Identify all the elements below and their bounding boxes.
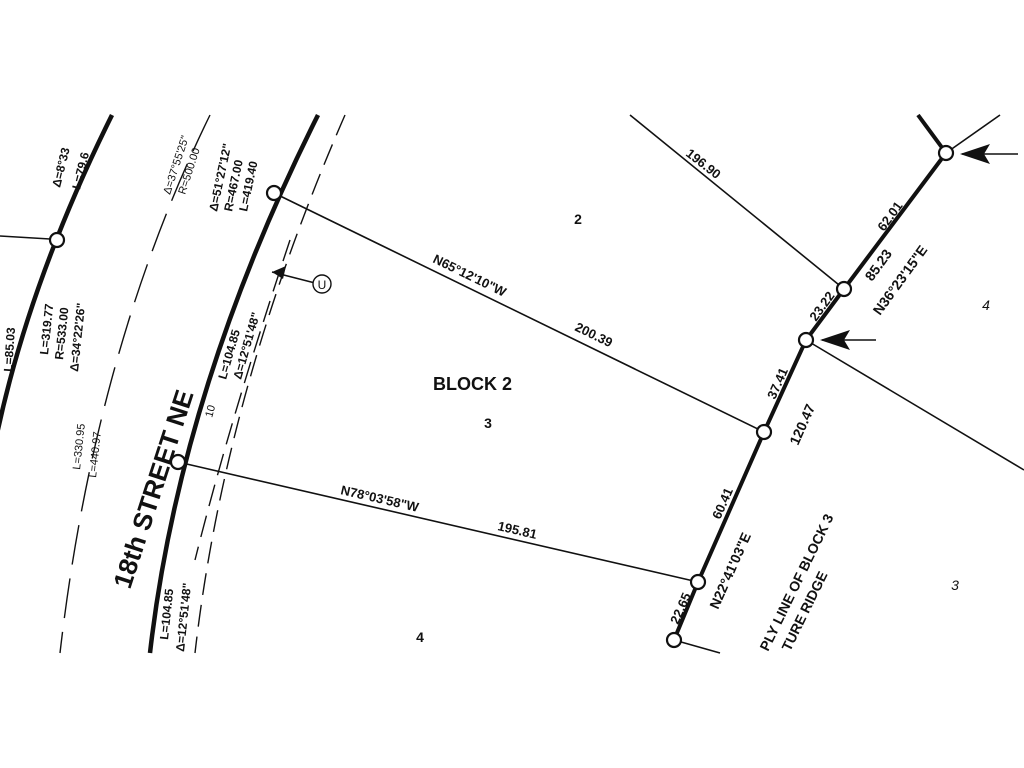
easement-width: 10 bbox=[203, 404, 218, 419]
inner-easement-line bbox=[194, 239, 291, 561]
arrow-mid-right bbox=[820, 330, 876, 350]
lot-4-right-label: 4 bbox=[982, 297, 990, 313]
lot4-arc-length: L=104.85 bbox=[157, 588, 176, 641]
lot-4-label: 4 bbox=[416, 629, 424, 645]
centerline-length-1: L=330.95 bbox=[71, 423, 88, 470]
north-lot-line bbox=[273, 192, 765, 433]
east-boundary bbox=[672, 151, 948, 641]
pin-east-upper bbox=[797, 331, 815, 349]
arrow-top-right bbox=[960, 144, 1018, 164]
lot2-line bbox=[629, 114, 845, 290]
easement-arrowhead bbox=[272, 266, 286, 279]
drawing-area bbox=[0, 115, 1024, 653]
easement-marker: U bbox=[318, 278, 327, 292]
block-label: BLOCK 2 bbox=[433, 374, 512, 394]
outer-right-curve bbox=[194, 114, 346, 654]
pin-ne-top bbox=[937, 144, 955, 162]
east-extension-line bbox=[805, 339, 1024, 471]
easement-marker-circle bbox=[312, 274, 332, 294]
far-west-tie bbox=[0, 235, 51, 240]
lot-3-label: 3 bbox=[484, 415, 492, 431]
south-lot-line bbox=[177, 461, 699, 583]
pin-east-low bbox=[689, 573, 707, 591]
pin-sw bbox=[169, 453, 187, 471]
west-row-radius: R=533.00 bbox=[52, 306, 71, 360]
far-west-lower-length: L=85.03 bbox=[1, 327, 18, 373]
centerline-length-2: L=440.97 bbox=[87, 431, 104, 478]
pin-far-west bbox=[48, 231, 66, 249]
street-centerline bbox=[59, 114, 211, 654]
lot-3-right-label: 3 bbox=[951, 577, 959, 593]
ne-top-line bbox=[945, 114, 1001, 154]
pin-ne-low bbox=[835, 280, 853, 298]
pin-east-mid bbox=[755, 423, 773, 441]
lot-2-label: 2 bbox=[574, 211, 582, 227]
pin-bottom bbox=[665, 631, 683, 649]
pin-nw bbox=[265, 184, 283, 202]
west-row-length: L=319.77 bbox=[37, 303, 56, 356]
far-west-row-curve bbox=[0, 113, 115, 431]
